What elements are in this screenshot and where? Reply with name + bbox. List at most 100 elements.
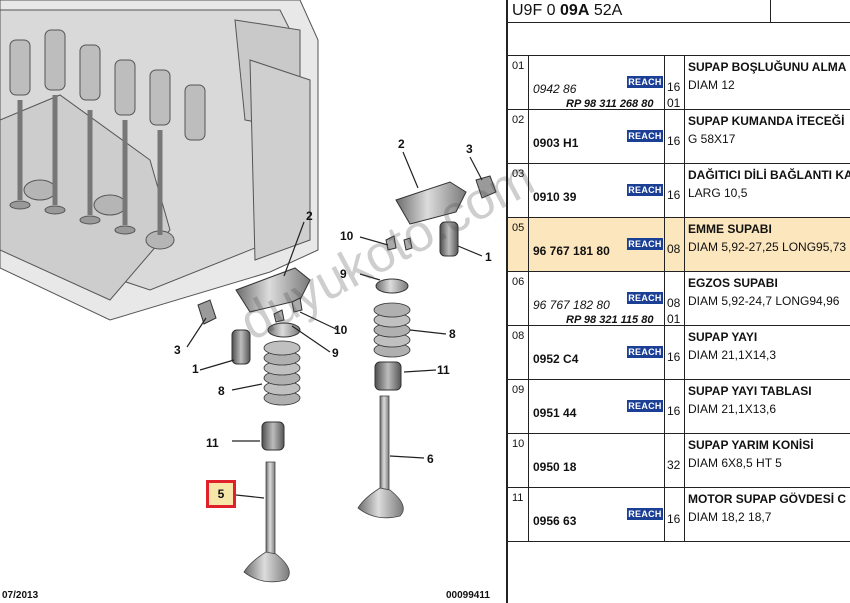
replacement-part-number[interactable]: RP 98 311 268 80 [566, 98, 654, 110]
cylinder-head [0, 0, 319, 321]
part-row-08[interactable]: 08 0952 C4 REACH 16 SUPAP YAYI DIAM 21,1X14,3 [508, 326, 850, 380]
part-description: DIAM 5,92-24,7 LONG94,96 [688, 294, 840, 308]
part-name: MOTOR SUPAP GÖVDESİ C [688, 492, 847, 506]
part-quantity: 16 [667, 80, 681, 94]
part-quantity: 16 [667, 188, 681, 202]
part-quantity: 16 [667, 512, 681, 526]
part-index: 10 [512, 438, 525, 450]
reach-badge: REACH [627, 130, 663, 142]
spring-retainer-right [375, 278, 409, 294]
part-row-03[interactable]: 03 0910 39 REACH 16 DAĞITICI DİLİ BAĞLANTI K… [508, 164, 850, 218]
part-number[interactable]: 0951 44 [533, 406, 577, 420]
parts-list-panel: U9F 0 09A 52A 01 0942 86 RP 98 311 268 80 R… [506, 0, 850, 603]
part-number[interactable]: 96 767 182 80 [533, 298, 610, 312]
replacement-quantity: 01 [667, 96, 681, 110]
reach-badge: REACH [627, 292, 663, 304]
part-quantity: 16 [667, 134, 681, 148]
diagram-number: 00099411 [446, 590, 490, 601]
part-index: 11 [512, 492, 524, 504]
assembly-code: U9F 0 09A 52A [512, 2, 623, 19]
rocker-arm-right [395, 181, 467, 225]
part-row-09[interactable]: 09 0951 44 REACH 16 SUPAP YAYI TABLASI DIAM 2… [508, 380, 850, 434]
exhaust-valve [357, 395, 404, 519]
part-name: SUPAP YAYI TABLASI [688, 384, 812, 398]
reach-badge: REACH [627, 346, 663, 358]
reach-badge: REACH [627, 76, 663, 88]
part-number[interactable]: 96 767 181 80 [533, 244, 610, 258]
intake-valve [243, 461, 290, 583]
part-number[interactable]: 0942 86 [533, 82, 577, 96]
part-number[interactable]: 0956 63 [533, 514, 577, 528]
part-description: DIAM 6X8,5 HT 5 [688, 456, 782, 470]
valve-stem-seal-right [374, 361, 402, 391]
part-name: SUPAP YAYI [688, 330, 758, 344]
part-quantity: 16 [667, 350, 681, 364]
part-quantity: 16 [667, 404, 681, 418]
part-index: 05 [512, 222, 525, 234]
spring-retainer-left [267, 322, 301, 338]
part-description: DIAM 21,1X14,3 [688, 348, 777, 362]
callout-9-right: 9 [340, 267, 347, 281]
part-index: 09 [512, 384, 525, 396]
engine-valvetrain-drawing [0, 0, 497, 583]
part-number[interactable]: 0910 39 [533, 190, 577, 204]
part-number[interactable]: 0952 C4 [533, 352, 579, 366]
reach-badge: REACH [627, 400, 663, 412]
part-row-10[interactable]: 10 0950 18 32 SUPAP YARIM KONİSİ DIAM 6X8,5 … [508, 434, 850, 488]
callout-10-right: 10 [340, 229, 354, 243]
callout-1-right: 1 [485, 250, 492, 264]
callout-2-left: 2 [306, 209, 313, 223]
part-description: DIAM 18,2 18,7 [688, 510, 772, 524]
part-index: 08 [512, 330, 525, 342]
part-index: 01 [512, 60, 525, 72]
valve-spring-left [263, 340, 301, 406]
header-strip [508, 22, 850, 56]
part-number[interactable]: 0950 18 [533, 460, 577, 474]
part-name: EMME SUPABI [688, 222, 772, 236]
part-row-05[interactable]: 05 96 767 181 80 REACH 08 EMME SUPABI DIAM 5,… [508, 218, 850, 272]
callout-8-right: 8 [449, 327, 456, 341]
callout-9-left: 9 [332, 346, 339, 360]
reach-badge: REACH [627, 238, 663, 250]
lash-adjuster-left [231, 329, 251, 365]
part-name: SUPAP KUMANDA İTECEĞİ [688, 114, 845, 128]
callout-1-left: 1 [192, 362, 199, 376]
callout-11-right: 11 [437, 363, 450, 377]
part-name: SUPAP BOŞLUĞUNU ALMA [688, 60, 847, 74]
part-row-01[interactable]: 01 0942 86 RP 98 311 268 80 REACH 16 01 SUPAP … [508, 56, 850, 110]
part-name: SUPAP YARIM KONİSİ [688, 438, 814, 452]
callout-11-left: 11 [206, 436, 219, 450]
part-quantity: 08 [667, 296, 681, 310]
part-description: DIAM 12 [688, 78, 735, 92]
part-index: 03 [512, 168, 525, 180]
part-index: 02 [512, 114, 525, 126]
panel-divider [506, 0, 508, 603]
lash-adjuster-right [439, 221, 459, 257]
clip-right [475, 175, 497, 199]
part-description: LARG 10,5 [688, 186, 748, 200]
clip-left [197, 299, 217, 325]
part-quantity: 32 [667, 458, 681, 472]
callout-2-right: 2 [398, 137, 405, 151]
part-description: DIAM 5,92-27,25 LONG95,73 [688, 240, 847, 254]
part-name: DAĞITICI DİLİ BAĞLANTI KA [688, 168, 850, 182]
part-number[interactable]: 0903 H1 [533, 136, 579, 150]
replacement-part-number[interactable]: RP 98 321 115 80 [566, 314, 654, 326]
reach-badge: REACH [627, 184, 663, 196]
part-description: DIAM 21,1X13,6 [688, 402, 777, 416]
callout-8-left: 8 [218, 384, 225, 398]
exploded-parts-diagram: 2 3 1 8 11 9 10 9 10 2 3 1 8 11 6 5 duyu… [0, 0, 544, 601]
diagram-date: 07/2013 [2, 590, 39, 601]
part-quantity: 08 [667, 242, 681, 256]
callout-3-left: 3 [174, 343, 181, 357]
valve-spring-right [373, 302, 411, 358]
part-name: EGZOS SUPABI [688, 276, 778, 290]
valve-stem-seal-left [261, 421, 285, 451]
selected-callout-5[interactable]: 5 [206, 480, 236, 508]
callout-10-left: 10 [334, 323, 348, 337]
leader-lines [186, 151, 483, 499]
callout-3-right: 3 [466, 142, 473, 156]
